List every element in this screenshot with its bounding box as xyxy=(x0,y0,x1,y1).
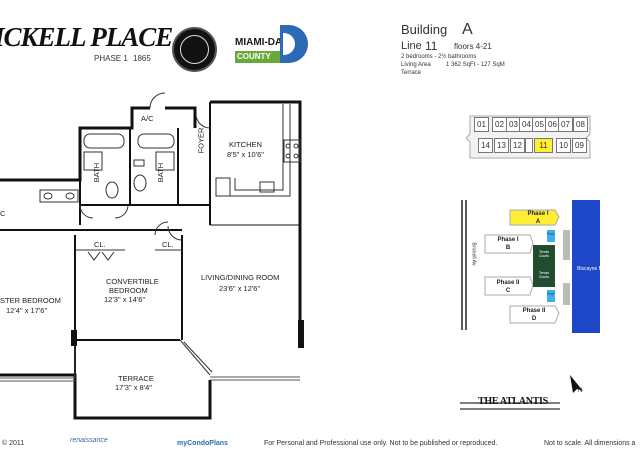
master-bedroom-dimensions: 12'4" x 17'6" xyxy=(6,306,48,315)
building-logo-text: ICKELL PLACE xyxy=(0,22,173,52)
miami-dade-logo-text: MIAMI-DADE xyxy=(235,37,297,48)
floor-plan xyxy=(0,92,304,420)
phase-i-b-building xyxy=(484,234,534,254)
key-plan-unit: 12 xyxy=(510,138,525,153)
pool-1-label: Pool xyxy=(547,232,555,236)
tennis-courts-1-label: Tennis Courts xyxy=(538,250,550,258)
miami-dade-d-inner xyxy=(283,33,295,55)
phase-iic-letter: C xyxy=(505,288,511,294)
key-plan-unit: 09 xyxy=(572,138,587,153)
closet-2-label: CL. xyxy=(162,240,174,249)
bay-label: Biscayne Bay xyxy=(577,266,608,272)
living-area-label: Living Area xyxy=(401,62,431,68)
phase-iid-letter: D xyxy=(531,316,537,322)
master-bedroom-label: STER BEDROOM xyxy=(0,296,61,305)
street-label: Brickell Av xyxy=(470,242,477,266)
key-plan-unit: 08 xyxy=(573,117,588,132)
biscayne-bay xyxy=(572,200,600,333)
bath-1-label: BATH xyxy=(92,162,102,183)
north-label: N xyxy=(578,388,583,394)
kitchen-label: KITCHEN xyxy=(229,140,262,149)
tennis-courts-1 xyxy=(533,245,555,267)
convertible-bedroom-label: BEDROOM xyxy=(109,286,148,295)
key-plan-unit: 07 xyxy=(558,117,573,132)
closet-1-label: CL. xyxy=(94,240,106,249)
pool-2-label: Pool xyxy=(547,292,555,296)
miami-dade-county-label: COUNTY xyxy=(235,51,290,63)
terrace-label: TERRACE xyxy=(118,374,154,383)
living-dining-dimensions: 23'6" x 12'6" xyxy=(219,284,261,293)
building-letter: A xyxy=(462,21,473,38)
building-label: Building xyxy=(401,22,448,37)
scale-note: Not to scale. All dimensions a xyxy=(544,440,636,447)
floors-range: floors 4-21 xyxy=(454,42,492,51)
north-arrow-icon xyxy=(570,375,583,393)
bedrooms-info: 2 bedrooms - 2½ bathrooms xyxy=(401,54,477,60)
phase-ii-d-building xyxy=(509,305,560,324)
tennis-courts-2-label: Tennis Courts xyxy=(538,271,550,279)
kitchen-dimensions: 8'5" x 10'6" xyxy=(227,150,264,159)
line-number: 11 xyxy=(425,39,438,53)
phase-iid-label: Phase II xyxy=(522,308,546,314)
disclaimer: For Personal and Professional use only. … xyxy=(264,440,498,447)
living-dining-label: LIVING/DINING ROOM xyxy=(201,273,280,282)
copyright: © 2011 xyxy=(2,440,25,447)
phase-ib-label: Phase I xyxy=(497,237,519,243)
key-plan-unit: 05 xyxy=(532,117,547,132)
pool-1 xyxy=(547,230,555,242)
convertible-dimensions: 12'3" x 14'6" xyxy=(104,295,146,304)
site-map xyxy=(460,200,600,410)
phase-year: 1865 xyxy=(133,54,151,63)
terrace-dimensions: 17'3" x 8'4" xyxy=(115,383,152,392)
ac-label: A/C xyxy=(141,114,154,123)
key-plan-unit: 13 xyxy=(494,138,509,153)
phase-ia-letter: A xyxy=(535,219,541,225)
convertible-label: CONVERTIBLE xyxy=(106,277,159,286)
phase-ii-c-building xyxy=(484,276,534,296)
key-plan-unit: 02 xyxy=(492,117,507,132)
phase-ia-label: Phase I xyxy=(527,211,549,217)
key-plan: 01 02 03 04 05 06 07 08 14 13 12 11 10 0… xyxy=(472,117,592,157)
phase-ib-letter: B xyxy=(505,245,511,251)
renaissance-logo: renaissance xyxy=(70,437,108,444)
mycondoplans-logo: myCondoPlans xyxy=(177,440,228,447)
living-area-value: 1 362 SqFt - 127 SqM xyxy=(446,62,505,68)
closet-c-label: C xyxy=(0,209,6,218)
city-seal-inner-icon xyxy=(180,35,209,64)
phase-label: PHASE 1 xyxy=(94,54,128,63)
key-plan-unit: 01 xyxy=(474,117,489,132)
key-plan-unit: 14 xyxy=(478,138,493,153)
tennis-courts-2 xyxy=(533,265,555,287)
foyer-label: FOYER xyxy=(196,127,206,154)
line-label: Line xyxy=(401,40,422,52)
pool-2 xyxy=(547,290,555,302)
the-atlantis-label: THE ATLANTIS xyxy=(478,396,548,407)
bath-2-label: BATH xyxy=(156,162,166,183)
phase-i-a-building xyxy=(509,209,560,226)
phase-iic-label: Phase II xyxy=(496,280,520,286)
key-plan-unit-highlighted: 11 xyxy=(534,138,553,153)
key-plan-unit: 10 xyxy=(556,138,571,153)
terrace-info: Terrace xyxy=(401,70,422,76)
key-plan-unit xyxy=(525,138,533,153)
